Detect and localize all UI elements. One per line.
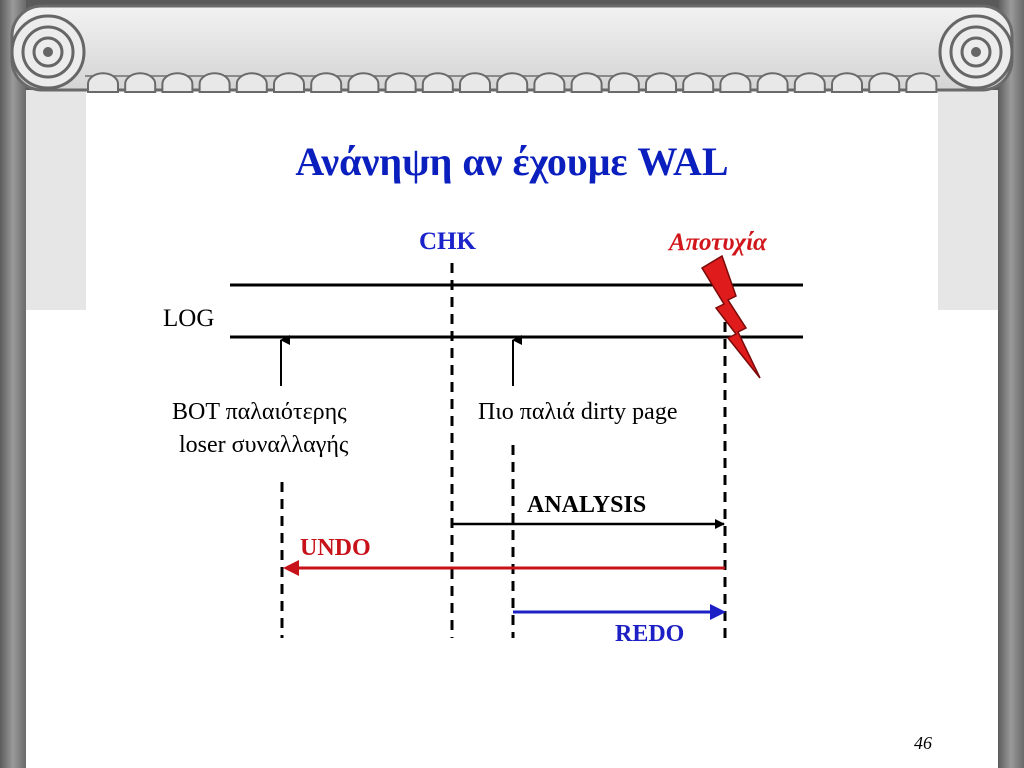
bot-label-line1: BOT παλαιότερης (172, 399, 347, 425)
dentil (161, 72, 194, 93)
dentil (310, 72, 343, 93)
dentil-row (87, 72, 938, 93)
dentil (496, 72, 529, 93)
dentil (831, 72, 863, 93)
dentil (868, 72, 901, 93)
dentil (570, 72, 603, 93)
undo-arrow (283, 560, 725, 576)
dentil (87, 72, 119, 93)
dentil (533, 72, 566, 93)
dentil (235, 72, 268, 93)
slide-title: Ανάνηψη αν έχουμε WAL (295, 139, 729, 184)
dentil (459, 72, 491, 93)
dentil (273, 72, 305, 93)
dentil (645, 72, 677, 93)
dentil (756, 72, 789, 93)
dentil (384, 72, 417, 93)
analysis-label: ANALYSIS (527, 492, 647, 518)
dentil (607, 72, 640, 93)
dentil (421, 72, 454, 93)
dirty-page-label: Πιο παλιά dirty page (478, 399, 678, 425)
log-label: LOG (163, 305, 215, 332)
dentil (905, 72, 938, 93)
page-number: 46 (914, 733, 932, 753)
scroll-volute-icon (938, 14, 1014, 90)
failure-label: Αποτυχία (669, 229, 767, 256)
dentil (347, 72, 380, 93)
undo-label: UNDO (300, 535, 371, 561)
dentil (719, 72, 752, 93)
redo-label: REDO (615, 621, 685, 647)
lightning-bolt-icon (700, 254, 761, 379)
bot-label-line2: loser συναλλαγής (179, 432, 349, 458)
dentil (793, 72, 826, 93)
dentil (682, 72, 715, 93)
dentil (198, 72, 231, 93)
dentil (124, 72, 157, 93)
redo-arrow (513, 604, 726, 620)
scroll-volute-icon (10, 14, 86, 90)
chk-label: CHK (419, 228, 476, 255)
